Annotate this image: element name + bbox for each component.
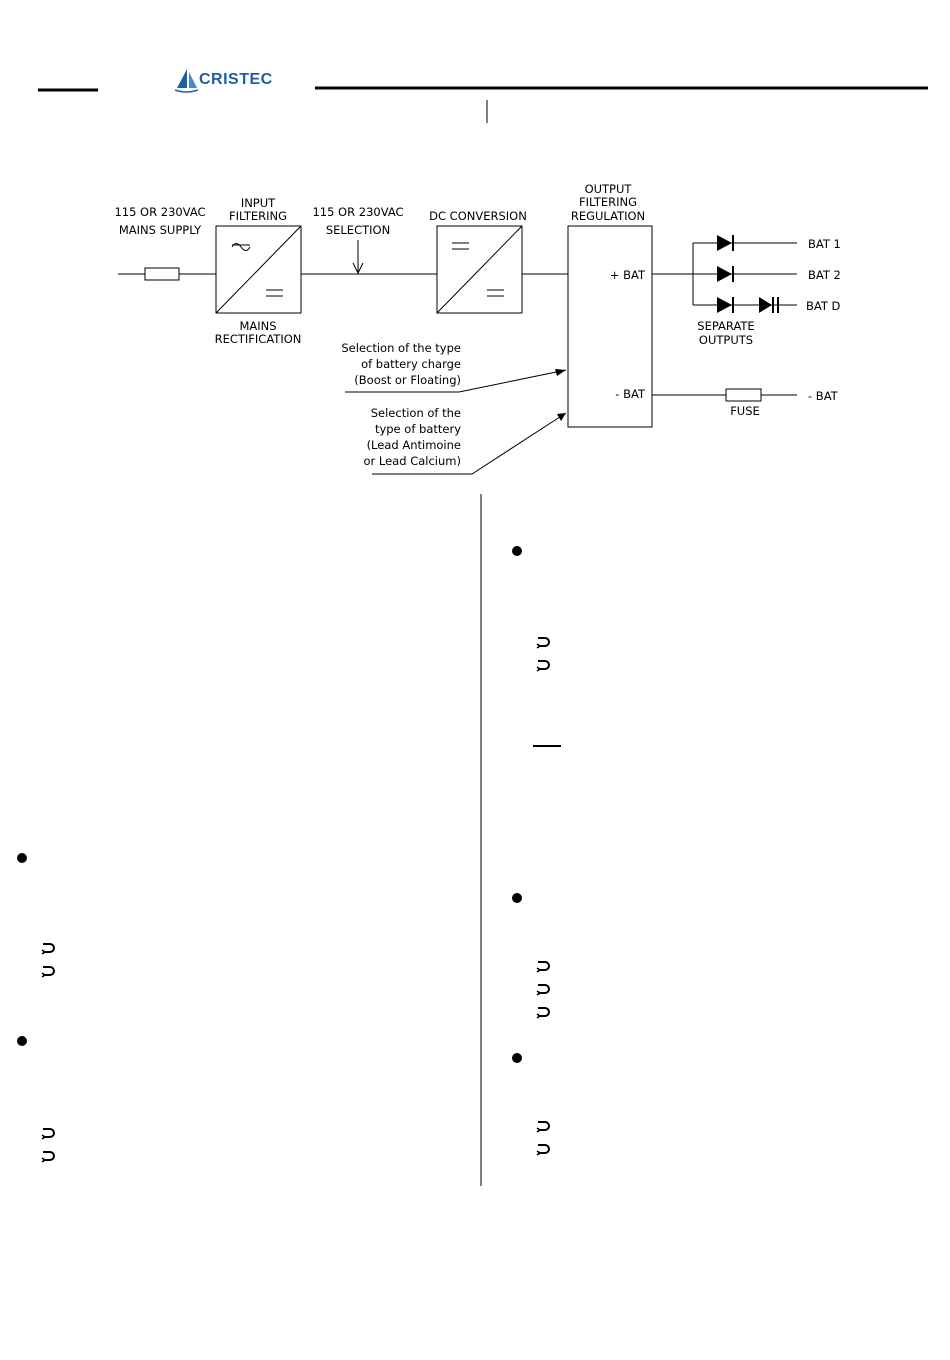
output-fuse: [725, 388, 762, 402]
ac-wave-icon: [231, 243, 251, 251]
output-block-label-1: OUTPUT: [585, 182, 633, 196]
minus-bat-output-label: - BAT: [808, 389, 839, 403]
charge-selection-arrow: [345, 369, 567, 393]
minus-bat-terminal-label: - BAT: [615, 387, 646, 401]
battery-selection-label-2: type of battery: [375, 422, 461, 436]
battery-selection-label-3: (Lead Antimoine: [367, 438, 461, 452]
ac-dc-rectifier-block: [215, 225, 302, 314]
arrow-bullet-icon: [536, 961, 550, 973]
right-column: [512, 546, 561, 1156]
arrow-bullet-icon: [536, 660, 550, 672]
bullet-dot: [512, 893, 522, 903]
battery-selection-label-1: Selection of the: [371, 406, 461, 420]
mains-rectification-label-1: MAINS: [239, 319, 276, 333]
arrow-bullet-icon: [536, 1144, 550, 1156]
input-filtering-label-2: FILTERING: [229, 209, 287, 223]
arrow-bullet-icon: [41, 1128, 55, 1140]
bat1-label: BAT 1: [808, 237, 841, 251]
selection-arrow: [352, 240, 364, 275]
bullet-dot: [17, 1036, 27, 1046]
arrow-bullet-icon: [41, 1151, 55, 1163]
separate-outputs-label-2: OUTPUTS: [699, 333, 753, 347]
arrow-bullet-icon: [536, 984, 550, 996]
dc-in-symbol-icon: [452, 242, 469, 250]
bullet-dot: [512, 546, 522, 556]
arrow-bullet-icon: [536, 637, 550, 649]
bullet-dot: [17, 853, 27, 863]
diode-icon: [717, 266, 732, 282]
arrow-bullet-icon: [536, 1007, 550, 1019]
left-column: [17, 853, 55, 1163]
bat2-output: BAT 2: [693, 266, 841, 282]
output-regulation-block: [567, 225, 653, 428]
arrow-bullet-icon: [536, 1121, 550, 1133]
voltage-selection-label-2: SELECTION: [326, 223, 390, 237]
plus-bat-terminal-label: + BAT: [610, 268, 646, 282]
diode-icon: [717, 297, 732, 313]
input-filtering-label-1: INPUT: [241, 196, 276, 210]
block-diagram: 115 OR 230VAC MAINS SUPPLY INPUT FILTERI…: [114, 182, 841, 475]
charge-selection-label-2: of battery charge: [361, 357, 461, 371]
mains-supply-label-1: 115 OR 230VAC: [114, 205, 205, 219]
diode-icon: [717, 235, 732, 251]
logo-text: CRISTEC: [199, 71, 273, 88]
bat1-output: BAT 1: [693, 235, 841, 251]
separate-outputs-label-1: SEPARATE: [697, 319, 754, 333]
batd-label: BAT D: [806, 299, 841, 313]
voltage-selection-label-1: 115 OR 230VAC: [312, 205, 403, 219]
dc-conversion-label: DC CONVERSION: [429, 209, 527, 223]
sailboat-icon: [174, 69, 199, 93]
arrow-bullet-icon: [41, 966, 55, 978]
output-block-label-3: REGULATION: [571, 209, 645, 223]
dc-out-symbol-icon: [487, 289, 504, 297]
charge-selection-label-1: Selection of the type: [341, 341, 461, 355]
dc-symbol-icon: [266, 289, 283, 297]
mains-rectification-label-2: RECTIFICATION: [215, 332, 302, 346]
mains-supply-label-2: MAINS SUPPLY: [119, 223, 202, 237]
bullet-dot: [512, 1053, 522, 1063]
dc-dc-converter-block: [436, 225, 523, 314]
cristec-logo: CRISTEC: [174, 69, 273, 93]
diode-icon: [759, 297, 772, 313]
bat2-label: BAT 2: [808, 268, 841, 282]
fuse-label: FUSE: [730, 404, 760, 418]
batd-output: BAT D: [693, 297, 841, 313]
charge-selection-label-3: (Boost or Floating): [354, 373, 461, 387]
battery-selection-arrow: [372, 412, 567, 475]
output-block-label-2: FILTERING: [579, 195, 637, 209]
input-fuse: [144, 267, 180, 281]
battery-selection-label-4: or Lead Calcium): [364, 454, 461, 468]
arrow-bullet-icon: [41, 943, 55, 955]
